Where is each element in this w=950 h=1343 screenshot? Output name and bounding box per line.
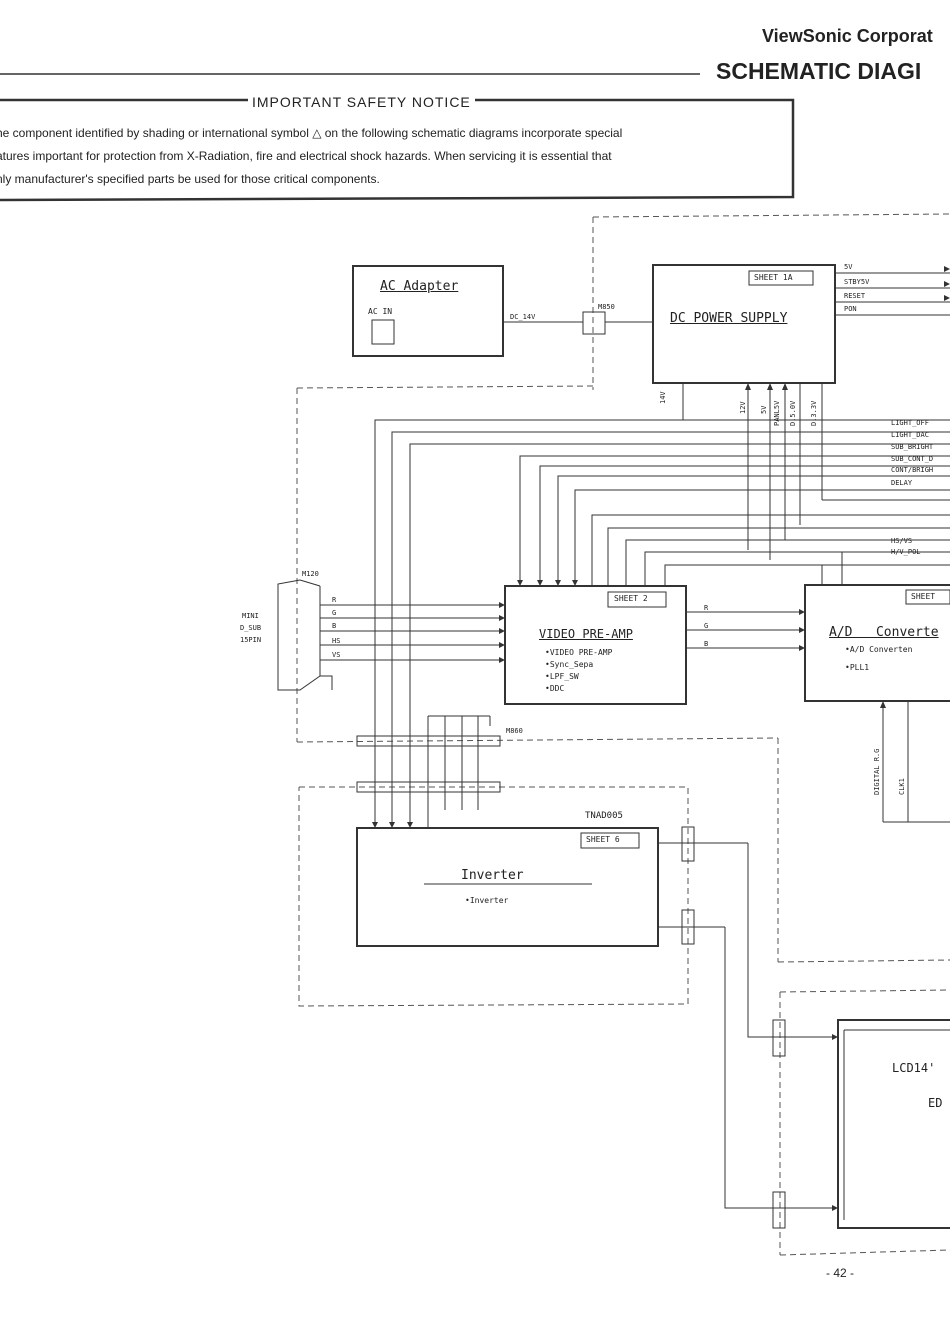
- bus-sub-bright-label: SUB_BRIGHT: [891, 443, 934, 451]
- connector-15pin-label: 15PIN: [240, 636, 262, 644]
- preamp-item-3: •LPF_SW: [545, 672, 579, 681]
- out-5v-label: 5V: [844, 263, 853, 271]
- inverter-sheet-tag: SHEET 6: [586, 835, 620, 844]
- dc-power-sheet-tag: SHEET 1A: [754, 273, 793, 282]
- inverter-item-1: •Inverter: [465, 896, 509, 905]
- m850-label: M850: [598, 303, 615, 311]
- rgb-r-label: R: [704, 604, 709, 612]
- rail-panl5v-label: PANL5V: [773, 400, 781, 426]
- rail-d50v-label: D.5.0V: [789, 400, 797, 426]
- vga-hs-label: HS: [332, 637, 341, 645]
- bus-cont-bright-label: CONT/BRIGH: [891, 466, 934, 474]
- clk1-label: CLK1: [898, 778, 906, 795]
- ac-adapter-title: AC Adapter: [380, 279, 459, 294]
- sync-hs-vs-label: HS/VS: [891, 537, 913, 545]
- connector-mini-label: MINI: [242, 612, 259, 620]
- out-stby5v-label: STBY5V: [844, 278, 870, 286]
- safety-notice-heading: IMPORTANT SAFETY NOTICE: [248, 94, 475, 110]
- preamp-title: VIDEO PRE-AMP: [539, 627, 633, 641]
- inverter-ref-label: TNAD005: [585, 811, 623, 821]
- bus-light-dac-label: LIGHT_DAC: [891, 431, 929, 439]
- bus-delay-label: DELAY: [891, 479, 913, 487]
- ad-title: A/D Converte: [829, 625, 939, 640]
- page-title: SCHEMATIC DIAGI: [716, 58, 922, 84]
- preamp-item-2: •Sync_Sepa: [545, 660, 594, 669]
- page-number: - 42 -: [826, 1266, 855, 1280]
- rgb-g-label: G: [704, 622, 709, 630]
- safety-notice-line-3: nly manufacturer's specified parts be us…: [0, 172, 380, 186]
- m860-label: M860: [506, 727, 523, 735]
- lcd-title: LCD14': [892, 1061, 936, 1075]
- safety-notice-line-1: he component identified by shading or in…: [0, 126, 623, 140]
- dc-power-title: DC POWER SUPPLY: [670, 311, 788, 326]
- rail-d33v-label: D.3.3V: [810, 400, 818, 426]
- bus-sub-cont-label: SUB_CONT_D: [891, 455, 934, 463]
- vga-b-label: B: [332, 622, 337, 630]
- sync-hv-pol-label: H/V_POL: [891, 548, 921, 556]
- lcd-subtitle: ED: [928, 1096, 943, 1110]
- vga-g-label: G: [332, 609, 337, 617]
- out-pon-label: PON: [844, 305, 857, 313]
- dc14v-label: DC_14V: [510, 313, 536, 321]
- connector-dsub-label: D_SUB: [240, 624, 262, 632]
- m120-label: M120: [302, 570, 319, 578]
- rail-5v-label: 5V: [760, 405, 768, 414]
- bus-light-off-label: LIGHT_OFF: [891, 419, 929, 427]
- out-reset-label: RESET: [844, 292, 866, 300]
- vga-r-label: R: [332, 596, 337, 604]
- safety-notice-line-2: atures important for protection from X-R…: [0, 149, 612, 163]
- inverter-title: Inverter: [461, 868, 524, 883]
- ad-item-1: •A/D Converten: [845, 645, 913, 654]
- rail-12v-label: 12V: [739, 401, 747, 414]
- rgb-b-label: B: [704, 640, 709, 648]
- company-name: ViewSonic Corporat: [762, 26, 933, 46]
- ac-in-label: AC IN: [368, 307, 393, 316]
- digital-rg-label: DIGITAL R.G: [873, 748, 881, 795]
- preamp-item-4: •DDC: [545, 684, 565, 693]
- preamp-item-1: •VIDEO PRE-AMP: [545, 648, 613, 657]
- ad-item-2: •PLL1: [845, 663, 870, 672]
- preamp-sheet-tag: SHEET 2: [614, 594, 648, 603]
- ad-sheet-tag: SHEET: [911, 592, 936, 601]
- vga-vs-label: VS: [332, 651, 341, 659]
- rail-14v-label: 14V: [659, 391, 667, 404]
